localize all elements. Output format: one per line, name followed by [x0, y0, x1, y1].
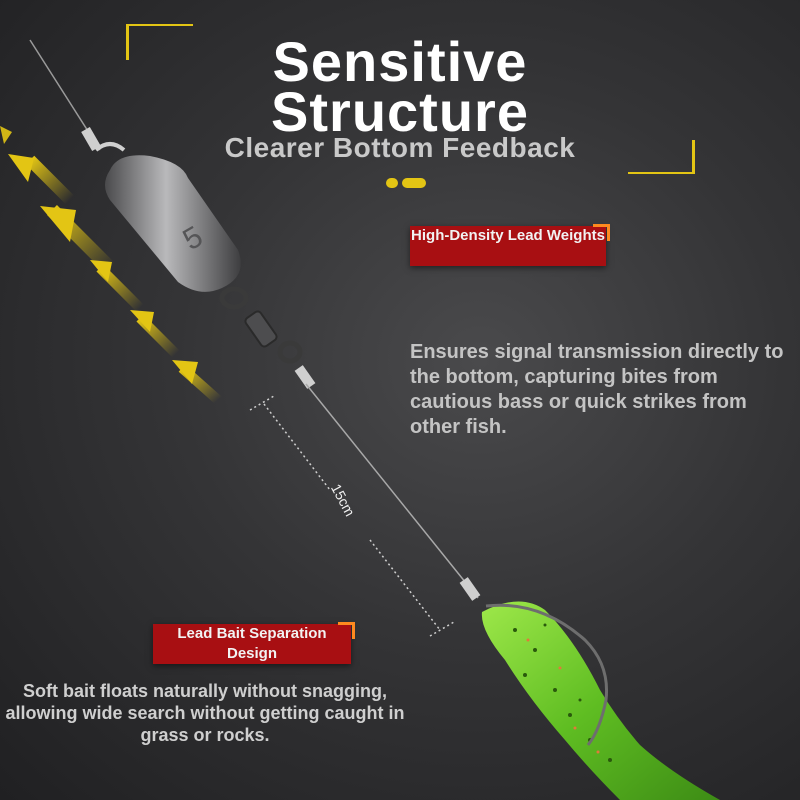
hook — [485, 603, 609, 746]
weight-eye — [94, 142, 126, 152]
callout-description-lead-weights: Ensures signal transmission directly to … — [410, 341, 784, 438]
soft-bait — [481, 601, 720, 800]
measure-tick-bottom — [429, 621, 455, 637]
bracket-corner-icon — [628, 140, 695, 174]
divider-dot — [402, 178, 426, 188]
bait-glitter — [526, 638, 600, 754]
measure-tick-top — [249, 395, 275, 411]
lead-weight — [105, 155, 241, 292]
leader-line — [305, 383, 479, 599]
callout-description-separation-design: Soft bait floats naturally without snagg… — [5, 681, 405, 745]
page-subtitle: Clearer Bottom Feedback — [224, 132, 576, 163]
callout-label-separation-design: Lead Bait Separation Design — [153, 622, 355, 664]
swivel-barrel — [244, 310, 278, 348]
callout-label-lead-weights: High-Density Lead Weights — [410, 224, 610, 266]
lower-crimp — [294, 365, 316, 389]
bait-crimp — [459, 577, 481, 601]
swivel-ring-bottom — [277, 340, 303, 364]
bracket-corner-icon — [126, 24, 193, 60]
title-divider-dots — [386, 175, 430, 193]
divider-dot — [386, 178, 398, 188]
swivel-ring-top — [219, 286, 249, 310]
line-crimp — [81, 126, 101, 152]
page-title-line-2: Structure — [271, 80, 529, 143]
page-title-line-1: Sensitive — [272, 30, 528, 93]
measure-line-upper — [263, 403, 331, 491]
measure-line-lower — [369, 539, 441, 631]
arrow-up-left-icon — [0, 126, 222, 404]
